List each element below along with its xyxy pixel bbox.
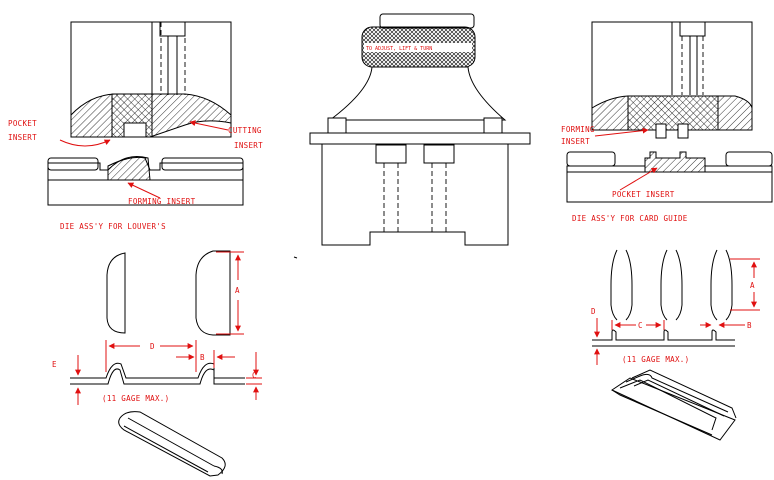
louver-cutting-label-2: INSERT [234, 141, 263, 150]
louver-dim-b: B [200, 353, 205, 362]
press-plate [309, 132, 531, 145]
louver-gage: (11 GAGE MAX.) [102, 394, 169, 403]
card-guide-gage: (11 GAGE MAX.) [622, 355, 689, 364]
louver-pocket-label-2: INSERT [8, 133, 37, 142]
louver-dim-a: A [235, 286, 240, 295]
card-guide-detail: A C B D (11 GAGE MAX.) [591, 249, 760, 441]
card-guide-dim-d: D [591, 307, 596, 316]
louver-die-assembly: POCKET INSERT CUTTING INSERT FORMING INS… [8, 21, 263, 231]
louver-forming-label: FORMING INSERT [128, 197, 196, 206]
louver-cutting-label-1: CUTTING [228, 126, 262, 135]
card-guide-dim-a: A [750, 281, 755, 290]
louver-forming-insert [107, 156, 151, 181]
press-base [321, 143, 509, 246]
card-guide-dim-c: C [638, 321, 643, 330]
knob-label: TO ADJUST, LIFT & TURN [366, 46, 432, 52]
card-guide-forming-insert [627, 95, 719, 131]
card-guide-pocket-label: POCKET INSERT [612, 190, 675, 199]
card-guide-pocket-insert [644, 151, 706, 173]
card-guide-forming-label-1: FORMING [561, 125, 595, 134]
louver-dim-e: E [52, 360, 57, 369]
louver-detail: A D B E C (11 GAGE MAX.) [52, 250, 262, 477]
louver-dim-d: D [150, 342, 155, 351]
louver-caption: DIE ASS'Y FOR LOUVER'S [60, 222, 166, 231]
louver-pocket-label-1: POCKET [8, 119, 37, 128]
card-guide-die-assembly: FORMING INSERT POCKET INSERT DIE ASS'Y F… [561, 21, 773, 223]
card-guide-caption: DIE ASS'Y FOR CARD GUIDE [572, 214, 688, 223]
press-assembly: TO ADJUST, LIFT & TURN [293, 13, 531, 259]
card-guide-forming-label-2: INSERT [561, 137, 590, 146]
louver-dim-c: C [252, 371, 257, 380]
card-guide-dim-b: B [747, 321, 752, 330]
